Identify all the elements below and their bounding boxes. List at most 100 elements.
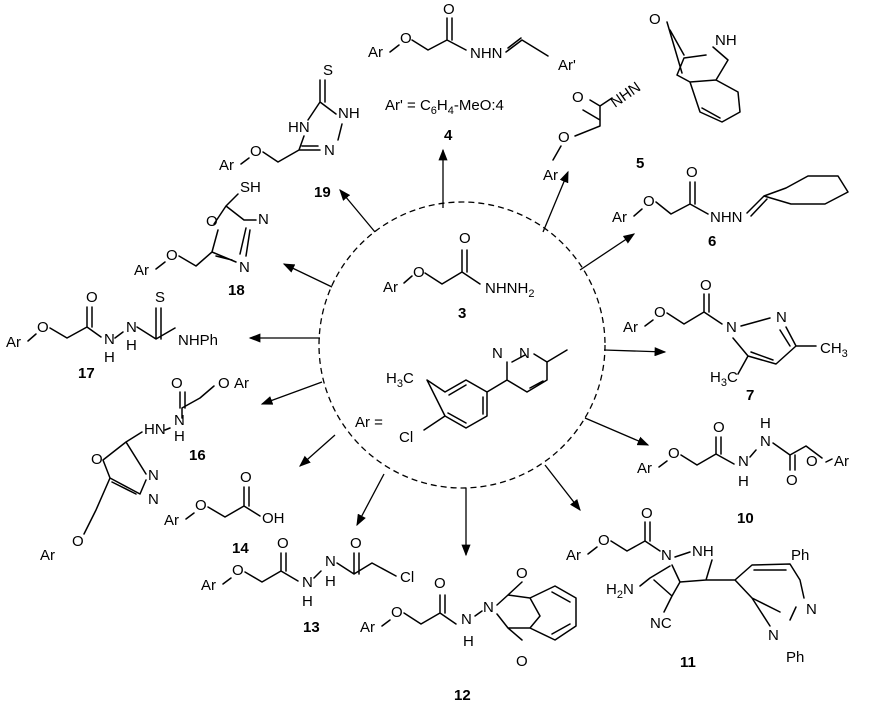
c12-h: H xyxy=(463,633,474,650)
c4-nhn: NHN xyxy=(470,45,503,62)
c11-nc: NC xyxy=(650,615,672,632)
c18-n1: N xyxy=(258,211,269,228)
c17-n2: N xyxy=(126,319,137,336)
c17-h1: H xyxy=(104,349,115,366)
c5-number: 5 xyxy=(636,155,644,172)
c19-number: 19 xyxy=(314,184,331,201)
compound-4: Ar O O NHN Ar' Ar' = C6H4-MeO:4 4 xyxy=(368,1,576,144)
c6-number: 6 xyxy=(708,233,716,250)
c19-ar: Ar xyxy=(219,157,234,174)
c11-n3: N xyxy=(806,601,817,618)
compound-13: Ar O O N H N H O Cl 13 xyxy=(201,535,414,636)
c6-ar: Ar xyxy=(612,209,627,226)
c5-nhn: NHN xyxy=(608,79,644,112)
c16-o-ring: O xyxy=(91,451,103,468)
c12-o: O xyxy=(391,604,403,621)
c10-h2: H xyxy=(760,415,771,432)
c19-nh: NH xyxy=(338,105,360,122)
ar-def-label: Ar = xyxy=(355,414,383,431)
c12-n: N xyxy=(461,611,472,628)
ar-n2: N xyxy=(519,345,530,362)
c18-sh: SH xyxy=(240,179,261,196)
c7-number: 7 xyxy=(746,387,754,404)
c14-number: 14 xyxy=(232,540,249,557)
c16-ar1: Ar xyxy=(234,375,249,392)
c4-number: 4 xyxy=(444,127,453,144)
c11-o-carbonyl: O xyxy=(641,505,653,522)
c6-o-carbonyl: O xyxy=(686,164,698,181)
c17-o: O xyxy=(37,319,49,336)
c12-number: 12 xyxy=(454,687,471,704)
arrow-to-10 xyxy=(584,417,650,446)
c10-h1: H xyxy=(738,473,749,490)
c13-n1: N xyxy=(302,574,313,591)
c17-number: 17 xyxy=(78,365,95,382)
c16-o1: O xyxy=(218,375,230,392)
c19-o: O xyxy=(250,143,262,160)
arrow-to-19 xyxy=(339,189,376,233)
ar-cl: Cl xyxy=(399,429,413,446)
c7-h3c: H3C xyxy=(710,369,738,389)
c5-ar: Ar xyxy=(543,167,558,184)
c13-h1: H xyxy=(302,593,313,610)
compound-7: Ar O O N N CH3 H3C 7 xyxy=(623,277,848,404)
c14-oh: OH xyxy=(262,510,285,527)
c17-n1: N xyxy=(104,331,115,348)
c13-o: O xyxy=(232,562,244,579)
c11-h2n: H2N xyxy=(606,581,634,601)
c4-ar: Ar xyxy=(368,44,383,61)
compound-16: O O Ar HN N H O N N O Ar 16 xyxy=(40,375,249,564)
c3-o-carbonyl: O xyxy=(459,230,471,247)
c16-hn: HN xyxy=(144,421,166,438)
arrow-to-11 xyxy=(544,464,581,512)
arrow-to-14 xyxy=(299,434,336,467)
compound-3: Ar O O NHNH2 3 xyxy=(383,230,534,322)
c16-n2: N xyxy=(148,491,159,508)
c11-o: O xyxy=(598,532,610,549)
c17-nhph: NHPh xyxy=(178,332,218,349)
c11-nh: NH xyxy=(692,543,714,560)
c6-o: O xyxy=(643,193,655,210)
c3-o: O xyxy=(413,264,425,281)
c11-ar: Ar xyxy=(566,547,581,564)
c3-nhnh2: NHNH2 xyxy=(485,280,534,300)
c13-h2: H xyxy=(325,573,336,590)
c7-o-carbonyl: O xyxy=(700,277,712,294)
c4-note: Ar' = C6H4-MeO:4 xyxy=(385,97,504,117)
c19-s: S xyxy=(323,62,333,79)
c6-nhn: NHN xyxy=(710,209,743,226)
c16-o-carbonyl: O xyxy=(171,375,183,392)
c11-n1: N xyxy=(661,547,672,564)
c17-ar: Ar xyxy=(6,334,21,351)
c16-number: 16 xyxy=(189,447,206,464)
c7-n2: N xyxy=(776,309,787,326)
c12-o-carbonyl: O xyxy=(434,575,446,592)
c4-arprime: Ar' xyxy=(558,57,576,74)
c10-ar: Ar xyxy=(637,460,652,477)
ar-n1: N xyxy=(492,345,503,362)
c5-nh: NH xyxy=(715,32,737,49)
c13-o2: O xyxy=(350,535,362,552)
c19-n: N xyxy=(324,142,335,159)
compound-14: Ar O O OH 14 xyxy=(164,469,285,557)
c18-o: O xyxy=(166,247,178,264)
c12-n2: N xyxy=(483,599,494,616)
c12-o-top: O xyxy=(516,565,528,582)
compound-5: O NHN O NH O Ar 5 xyxy=(543,11,741,184)
c7-ar: Ar xyxy=(623,319,638,336)
compound-11: Ar O O N NH H2N NC Ph N N Ph 11 xyxy=(566,505,817,671)
c13-number: 13 xyxy=(303,619,320,636)
c18-number: 18 xyxy=(228,282,245,299)
reaction-arrows xyxy=(248,148,667,557)
c10-n1: N xyxy=(738,453,749,470)
c12-o-bot: O xyxy=(516,653,528,670)
arrow-to-13 xyxy=(356,473,385,527)
compound-6: Ar O O NHN 6 xyxy=(612,164,849,250)
c7-o: O xyxy=(654,304,666,321)
c13-ar: Ar xyxy=(201,577,216,594)
c5-o-carbonyl: O xyxy=(572,89,584,106)
c11-ph2: Ph xyxy=(786,649,804,666)
c13-o1: O xyxy=(277,535,289,552)
